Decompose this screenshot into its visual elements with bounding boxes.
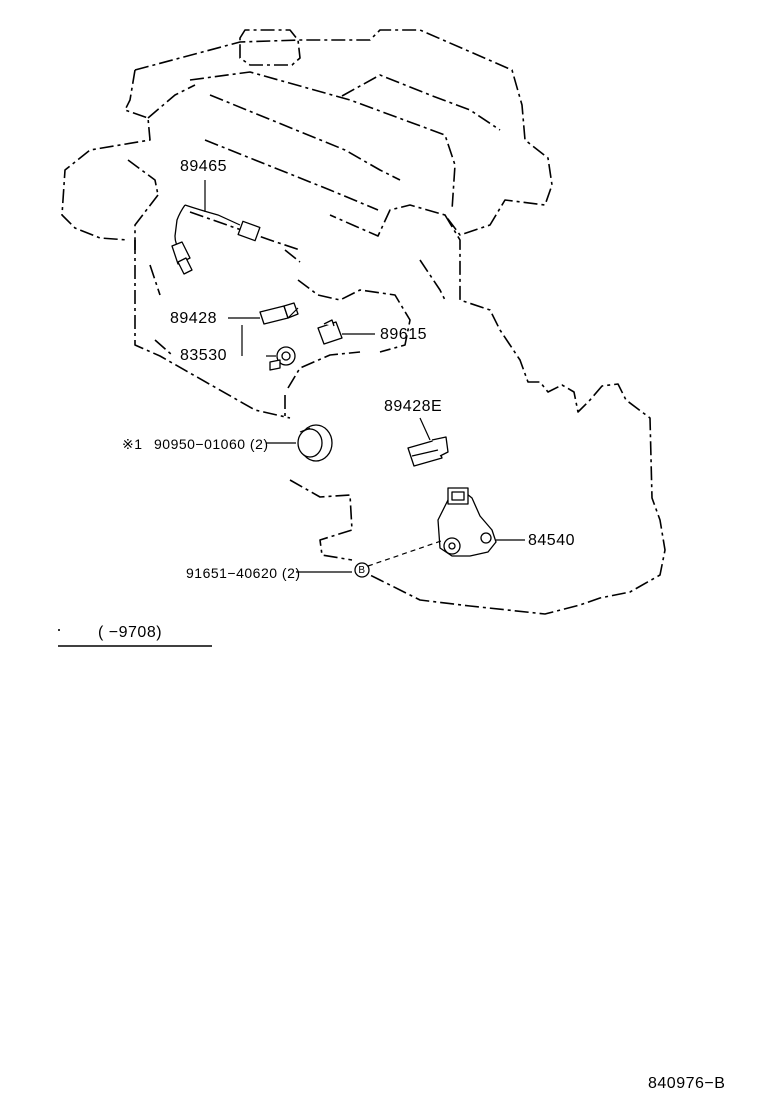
callout-90950-mark: ※1 [122, 436, 143, 452]
callout-89615: 89615 [380, 326, 427, 343]
callout-84540: 84540 [528, 532, 575, 549]
callout-89428E: 89428E [384, 398, 443, 415]
temp-sensor-89428E [407, 417, 449, 467]
temp-sensor-89428 [228, 302, 299, 325]
callout-89465: 89465 [180, 158, 227, 175]
bolt-marker-b: B [358, 565, 366, 576]
callout-90950-01060: 90950−01060 (2) [154, 436, 269, 452]
callout-91651-40620: 91651−40620 (2) [186, 565, 301, 581]
bolt-91651-40620 [296, 539, 445, 578]
sensor-89615 [317, 319, 375, 345]
date-range: ( −9708) [98, 624, 163, 641]
callout-83530: 83530 [180, 347, 227, 364]
oxygen-sensor-89465 [171, 180, 261, 275]
callout-89428: 89428 [170, 310, 217, 327]
figure-code: 840976−B [648, 1075, 726, 1092]
neutral-start-switch-84540 [437, 487, 525, 557]
engine-outline [58, 29, 666, 631]
oil-pressure-switch-83530 [241, 325, 296, 371]
plug-90950-01060 [266, 424, 333, 462]
